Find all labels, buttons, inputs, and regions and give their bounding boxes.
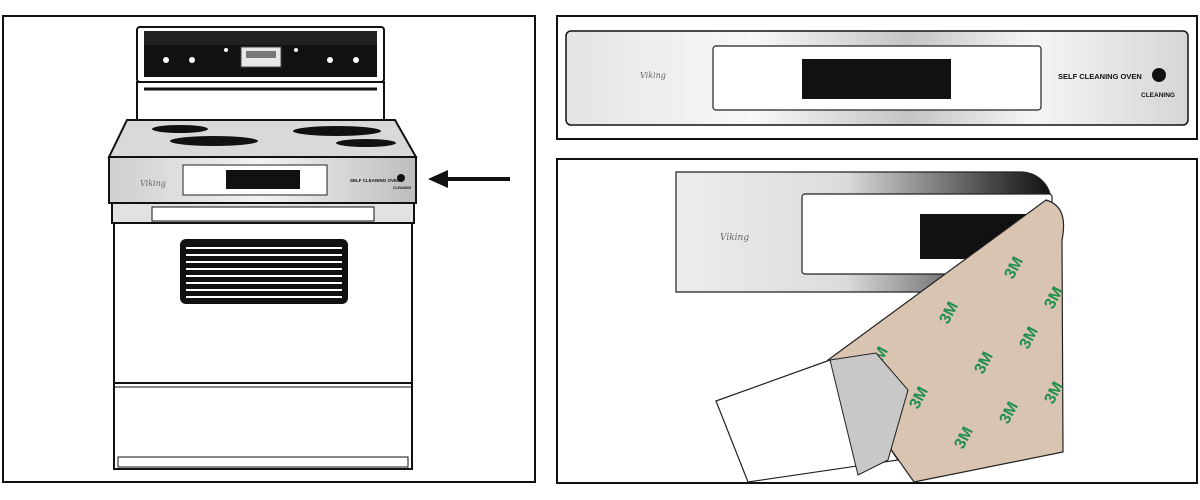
oven-body [111,202,415,470]
burner-icon [293,126,381,136]
indicator-light-icon [1152,68,1166,82]
adhesive-peel-drawing: Viking 3M 3M 3M 3M 3M 3M 3M 3M 3M 3M [675,171,1065,482]
release-liner [715,352,909,482]
self-cleaning-label: SELF CLEANING OVEN [1058,72,1142,81]
svg-text:Viking: Viking [640,71,666,80]
display-window [802,59,951,99]
pointer-arrow-icon [428,170,510,188]
knob-icons [163,48,359,63]
svg-text:Viking: Viking [140,179,166,188]
adhesive-peel-panel: Viking 3M 3M 3M 3M 3M 3M 3M 3M 3M 3M [556,158,1198,484]
control-panel-closeup: Viking SELF CLEANING OVEN CLEANING [556,15,1198,140]
range-drawing: Viking SELF CLEANING OVEN CLEANING [107,26,510,470]
svg-text:Viking: Viking [720,233,749,243]
cooktop [107,119,418,158]
control-panel-drawing: Viking SELF CLEANING OVEN CLEANING [565,30,1189,126]
cleaning-label: CLEANING [1141,92,1175,99]
backguard [136,26,385,121]
burner-icon [336,139,396,147]
burner-icon [152,125,208,133]
svg-text:SELF CLEANING OVEN: SELF CLEANING OVEN [350,178,400,183]
range-illustration-panel: Viking SELF CLEANING OVEN CLEANING [2,15,536,483]
burner-icon [170,136,258,146]
svg-text:CLEANING: CLEANING [393,186,412,190]
range-control-panel: Viking SELF CLEANING OVEN CLEANING [108,156,417,204]
